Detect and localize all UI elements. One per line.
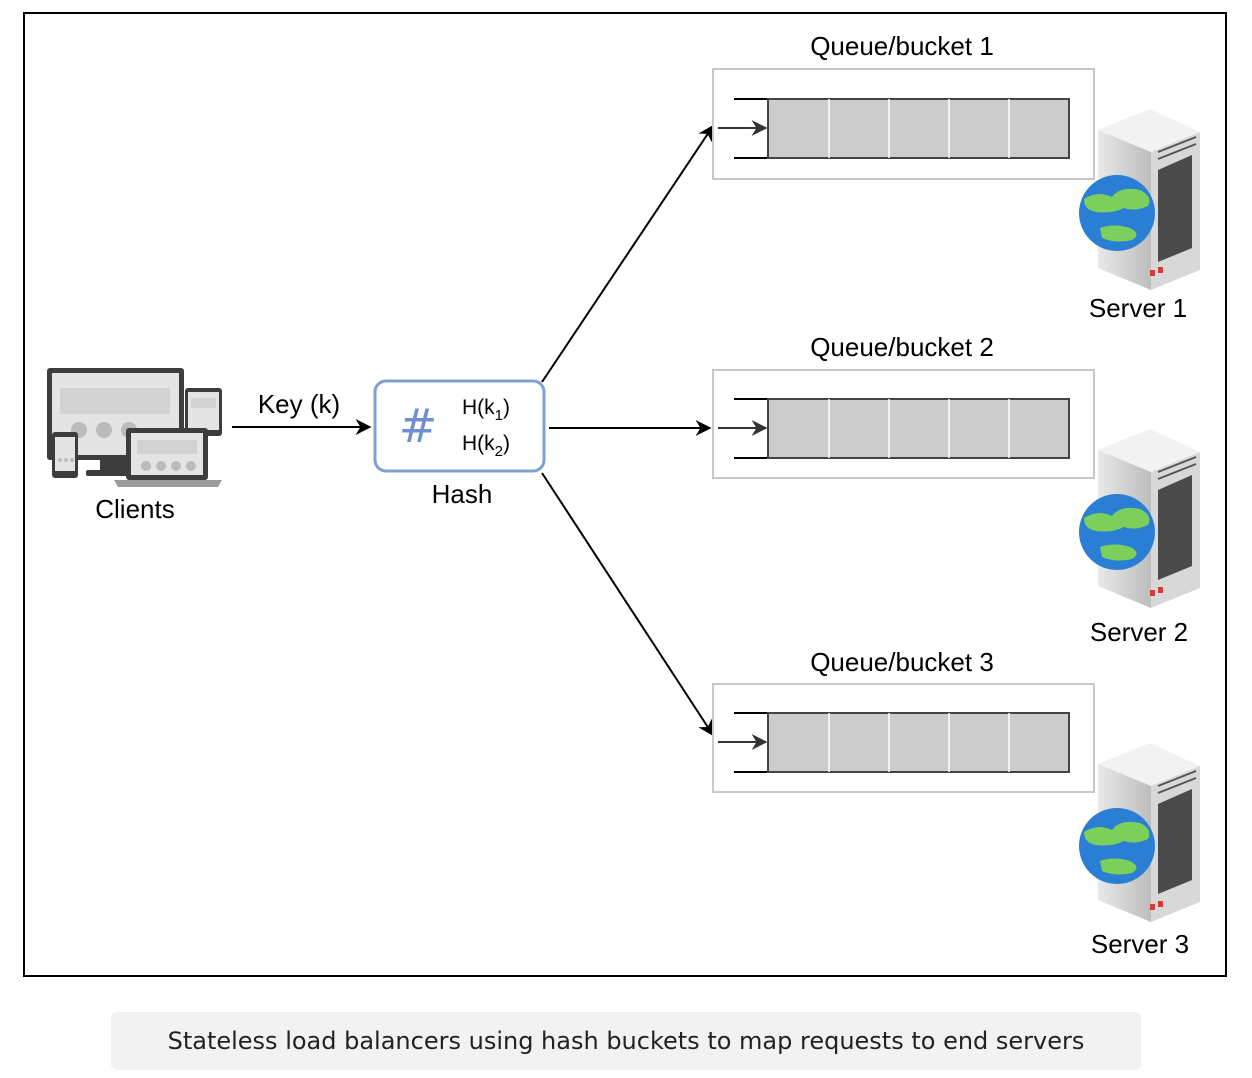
clients-devices-icon bbox=[47, 368, 222, 487]
caption: Stateless load balancers using hash buck… bbox=[111, 1012, 1141, 1070]
queue-3-label: Queue/bucket 3 bbox=[810, 647, 994, 677]
web-server-icon bbox=[1079, 429, 1200, 608]
diagram-frame bbox=[23, 12, 1227, 977]
server-2-label: Server 2 bbox=[1090, 617, 1188, 647]
arrow-to-queue-1 bbox=[541, 124, 714, 383]
server-1-label: Server 1 bbox=[1089, 293, 1187, 323]
queue-bucket-2: Queue/bucket 2 bbox=[712, 332, 1095, 479]
hash-function-k1: H(k1) bbox=[462, 396, 510, 424]
clients-label: Clients bbox=[95, 494, 174, 524]
queue-1-label: Queue/bucket 1 bbox=[810, 31, 994, 61]
diagram-canvas: Clients Key (k) # H(k1) H(k2) Hash Queue… bbox=[47, 31, 1200, 959]
queue-bucket-3: Queue/bucket 3 bbox=[712, 647, 1095, 793]
hash-function-k2: H(k2) bbox=[462, 432, 510, 460]
queue-2-label: Queue/bucket 2 bbox=[810, 332, 994, 362]
web-server-icon bbox=[1079, 109, 1200, 290]
hash-label: Hash bbox=[432, 479, 493, 509]
web-server-icon bbox=[1079, 743, 1200, 922]
arrow-to-queue-3 bbox=[541, 472, 714, 737]
server-3-label: Server 3 bbox=[1091, 929, 1189, 959]
key-label: Key (k) bbox=[258, 389, 340, 419]
hash-box bbox=[373, 379, 546, 473]
hash-symbol-icon: # bbox=[399, 399, 438, 453]
queue-bucket-1: Queue/bucket 1 bbox=[712, 31, 1095, 180]
